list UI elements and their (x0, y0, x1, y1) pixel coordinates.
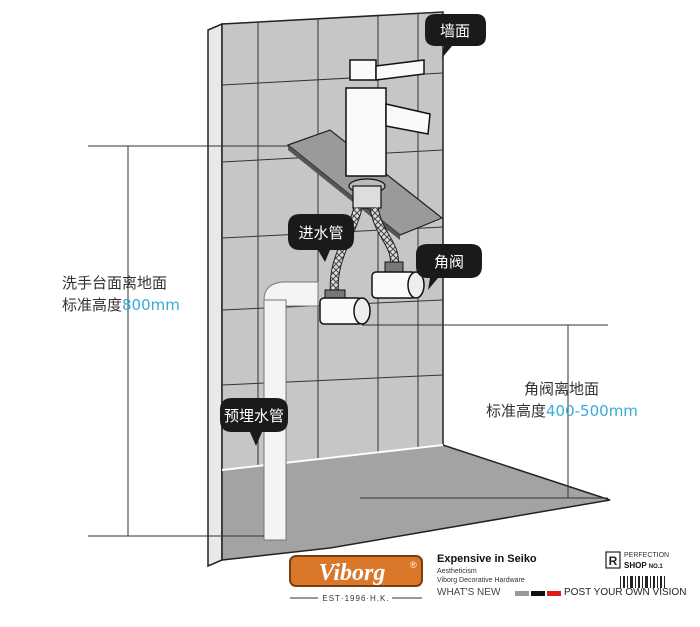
angle-valve-right (371, 261, 425, 299)
footer-color-bars (515, 591, 561, 596)
logo-registered: ® (410, 560, 417, 570)
footer-perfection: PERFECTION (624, 552, 670, 559)
wall-side (207, 22, 223, 568)
viborg-logo: Viborg ® EST·1996·H.K. (289, 555, 423, 603)
logo-est: EST·1996·H.K. (322, 594, 389, 603)
footer-whats-new: WHAT'S NEW (437, 587, 501, 598)
r-badge: R (605, 551, 621, 569)
valve-height-label: 角阀离地面 标准高度400-500mm (486, 378, 638, 422)
basin-height-line2: 标准高度800mm (62, 296, 180, 314)
valve-height-line2: 标准高度400-500mm (486, 402, 638, 420)
floor (221, 444, 611, 561)
footer-headline: Expensive in Seiko (437, 553, 537, 565)
basin-height-line1: 洗手台面离地面 (62, 274, 168, 292)
footer-sub1: Aestheticism (437, 568, 477, 575)
faucet (345, 59, 431, 209)
barcode (620, 576, 665, 588)
angle-valve-left (319, 289, 371, 325)
footer-shop: SHOP NO.1 (624, 561, 663, 570)
callout-inlet-pipe: 进水管 (288, 214, 354, 262)
callout-embedded-pipe-text: 预埋水管 (224, 407, 284, 425)
basin-height-label: 洗手台面离地面 标准高度800mm (62, 272, 180, 316)
dimension-400-500mm (360, 324, 608, 499)
callout-angle-valve-text: 角阀 (434, 253, 464, 271)
logo-text: Viborg (319, 560, 386, 586)
footer-post: POST YOUR OWN VISION (564, 587, 687, 598)
footer-sub2: Viborg Decorative Hardware (437, 577, 525, 584)
valve-height-line1: 角阀离地面 (524, 380, 600, 398)
callout-inlet-pipe-text: 进水管 (298, 224, 343, 242)
callout-embedded-pipe: 预埋水管 (220, 398, 288, 446)
callout-angle-valve: 角阀 (416, 244, 482, 290)
callout-wall-text: 墙面 (440, 22, 470, 40)
dimension-800mm (88, 145, 290, 537)
callout-wall: 墙面 (425, 14, 486, 58)
r-badge-letter: R (609, 554, 618, 568)
